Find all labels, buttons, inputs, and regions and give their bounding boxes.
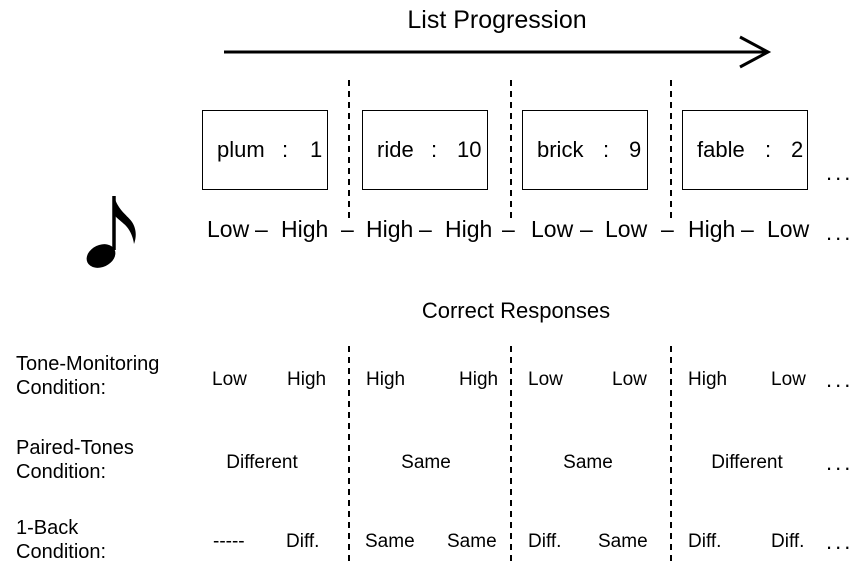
condition-label-one-back: 1-Back Condition: [16,516,106,564]
item-separator: : [603,137,610,162]
response-cell: Diff. [528,531,562,552]
response-cell: Same [598,531,648,552]
item-number: 10 [457,137,482,162]
response-ellipsis: ... [826,529,854,554]
response-cell: Diff. [688,531,722,552]
item-word: brick [537,137,584,162]
item-number: 1 [310,137,323,162]
tone-dash: – [741,216,754,242]
correct-responses-header: Correct Responses [421,298,611,323]
response-cell: Low [212,369,247,390]
response-cell: Different [711,452,783,473]
item-box-2: ride : 10 [362,110,488,190]
response-cell: High [459,369,499,390]
response-cell: Diff. [286,531,320,552]
tone-dash: – [661,216,674,242]
response-ellipsis: ... [826,450,854,475]
response-cell: Same [401,452,451,473]
tone-first: High [688,216,736,242]
response-ellipsis: ... [826,367,854,392]
item-word: plum [217,137,265,162]
response-cell: ----- [213,531,245,552]
diagram-title: List Progression [407,6,587,34]
tone-second: High [281,216,329,242]
response-cell: Same [447,531,497,552]
response-cell: Different [226,452,298,473]
item-separator: : [431,137,438,162]
tone-dash: – [341,216,354,242]
response-cell: High [688,369,728,390]
tone-first: Low [531,216,574,242]
right-arrow-icon [224,35,772,69]
tone-first: High [366,216,414,242]
item-ellipsis: ... [826,160,854,185]
item-number: 2 [791,137,804,162]
condition-label-line1: 1-Back [16,517,79,539]
tone-ellipsis: ... [826,220,854,245]
tone-dash: – [502,216,515,242]
tone-second: Low [605,216,648,242]
response-cell: Low [612,369,647,390]
response-cell: Low [528,369,563,390]
item-word: fable [697,137,745,162]
condition-label-paired-tones: Paired-Tones Condition: [16,436,134,484]
tone-second: High [445,216,493,242]
item-separator: : [765,137,772,162]
response-cell: Same [563,452,613,473]
response-cell: Same [365,531,415,552]
item-word: ride [377,137,414,162]
condition-label-tone-monitoring: Tone-Monitoring Condition: [16,352,159,400]
condition-label-line2: Condition: [16,377,107,399]
item-number: 9 [629,137,642,162]
eighth-note-icon [86,196,136,268]
response-cell: Low [771,369,806,390]
tone-dash: – [580,216,593,242]
response-cell: Diff. [771,531,805,552]
tone-first: Low [207,216,250,242]
tone-second: Low [767,216,810,242]
response-cell: High [287,369,327,390]
tone-dash: – [255,216,268,242]
response-cell: High [366,369,406,390]
item-box-1: plum : 1 [202,110,328,190]
item-box-3: brick : 9 [522,110,648,190]
condition-label-line2: Condition: [16,541,107,563]
condition-label-line1: Tone-Monitoring [16,353,160,375]
condition-label-line1: Paired-Tones [16,437,134,459]
item-box-4: fable : 2 [682,110,808,190]
condition-label-line2: Condition: [16,461,107,483]
tone-dash: – [419,216,432,242]
item-separator: : [282,137,289,162]
